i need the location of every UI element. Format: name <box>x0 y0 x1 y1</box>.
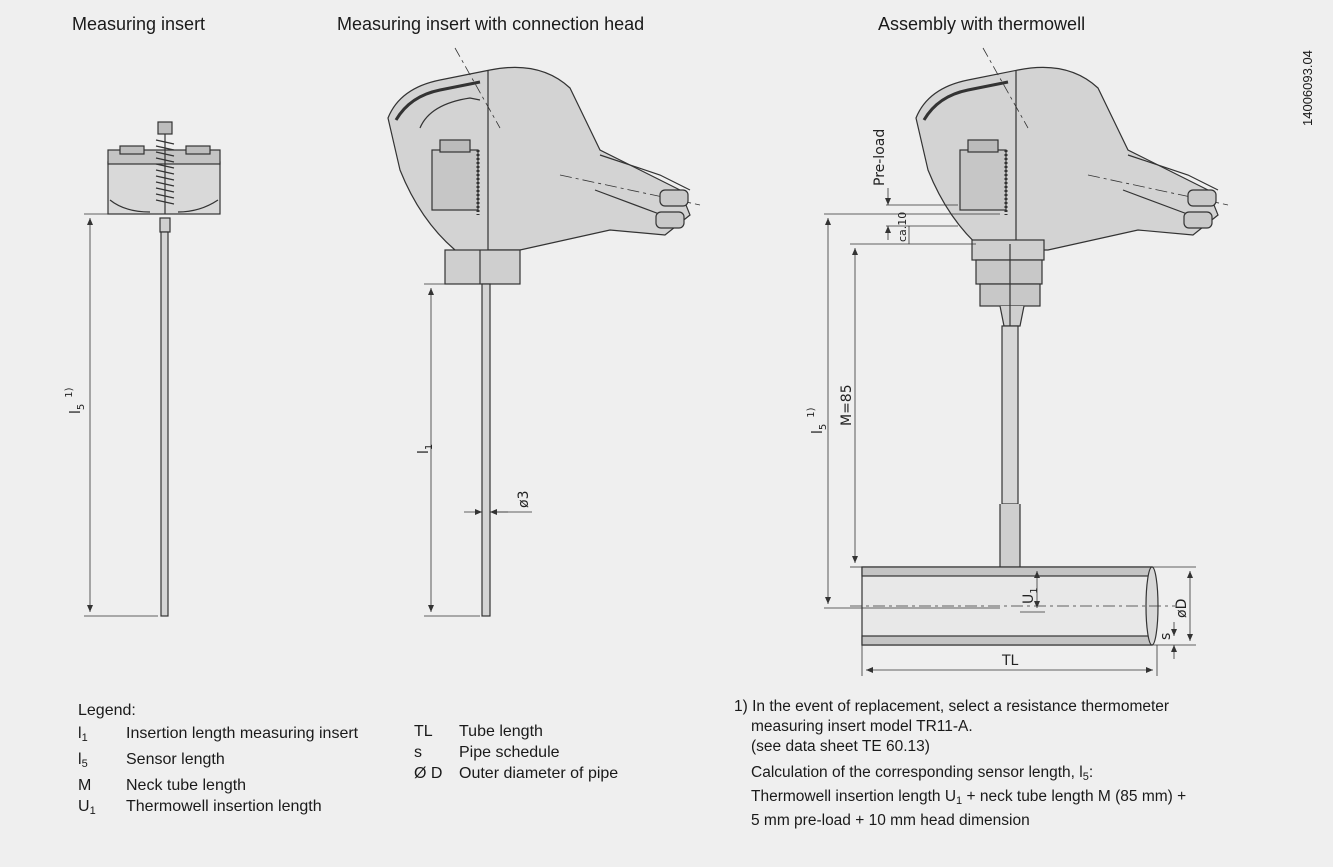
dim-u1: U1 <box>1021 587 1040 604</box>
dim-l5-right: l51) <box>806 407 829 434</box>
title-assembly-thermowell: Assembly with thermowell <box>878 14 1086 34</box>
title-insert-with-head: Measuring insert with connection head <box>337 14 645 34</box>
dim-tl: TL <box>1001 653 1019 669</box>
dim-ca10: ca.10 <box>896 212 909 242</box>
dim-m85: M=85 <box>839 384 855 426</box>
title-measuring-insert: Measuring insert <box>72 14 206 34</box>
thermowell-assembly-drawing <box>824 47 1229 676</box>
technical-drawing: l51) l1 ø3 <box>64 47 1229 676</box>
dim-l5-left: l51) <box>64 387 87 414</box>
dim-preload: Pre-load <box>872 129 888 186</box>
measuring-insert-drawing <box>84 121 221 617</box>
connection-head-drawing <box>387 47 701 617</box>
legend-heading: Legend: <box>78 702 136 719</box>
dim-s: s <box>1158 633 1174 640</box>
dim-od: øD <box>1174 599 1190 618</box>
dim-l1: l1 <box>416 444 435 454</box>
footnote: 1) In the event of replacement, select a… <box>734 698 1187 829</box>
dim-diameter-3: ø3 <box>516 491 532 508</box>
